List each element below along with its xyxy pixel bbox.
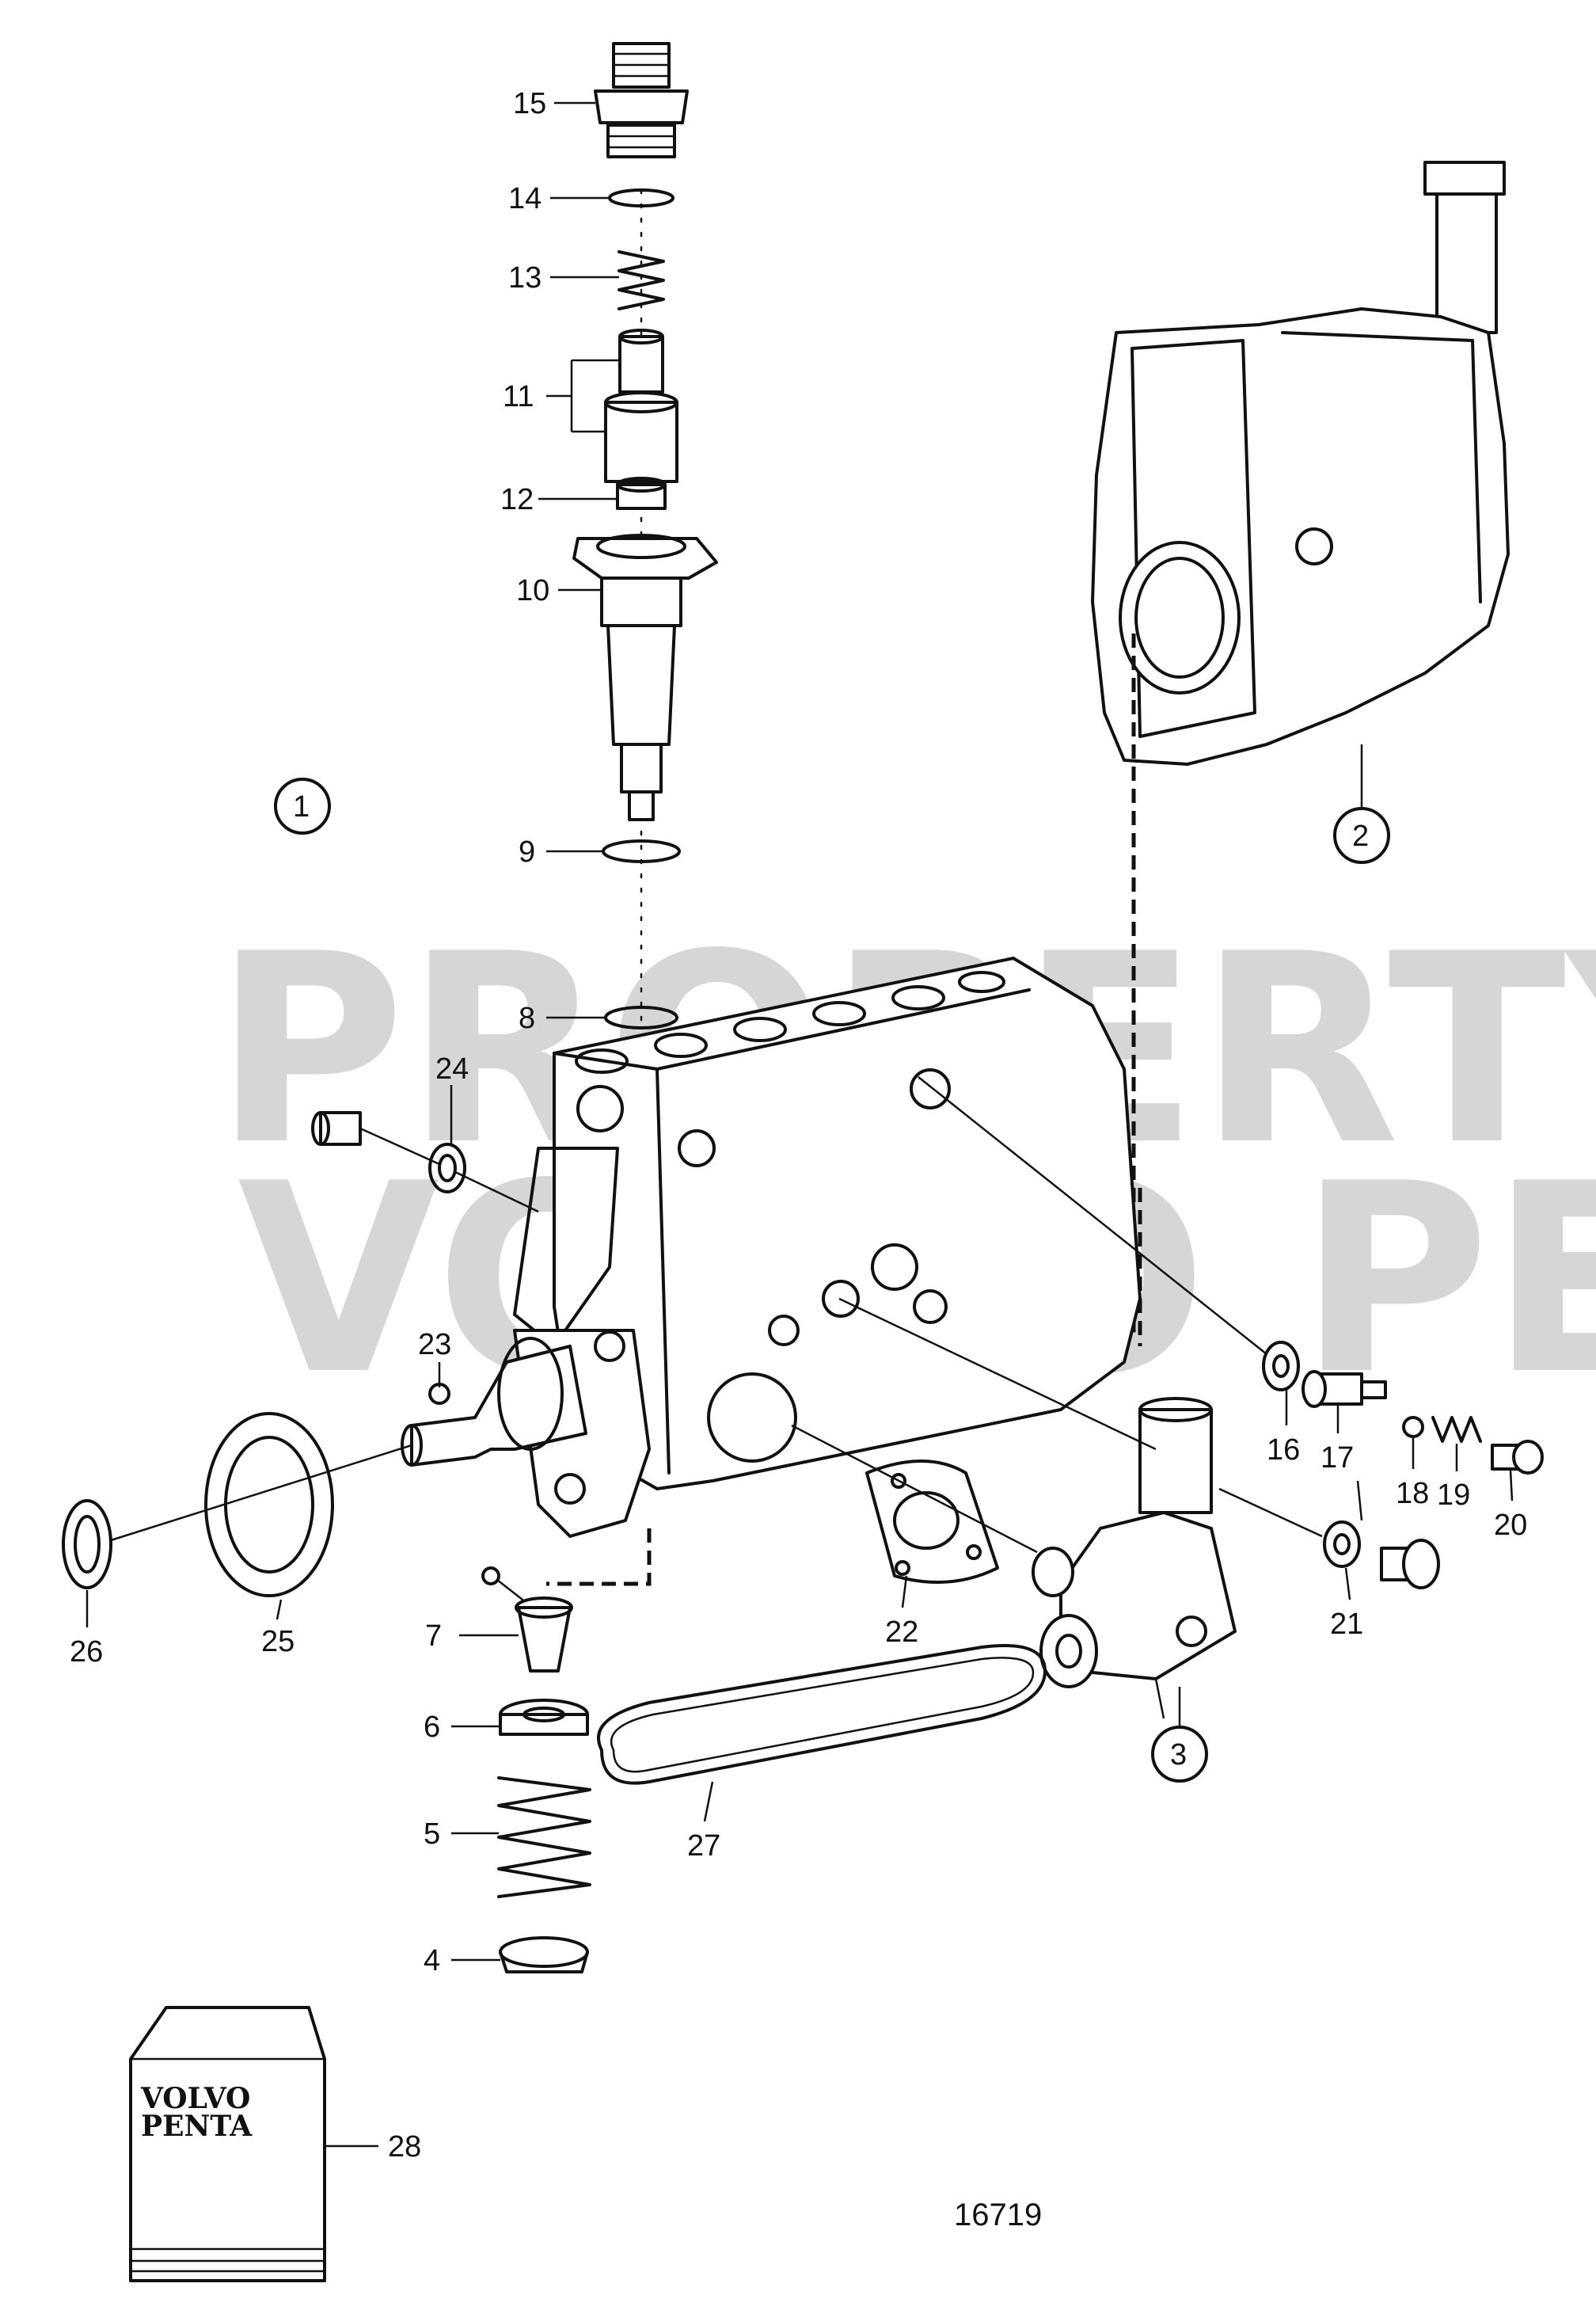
part-19-spring	[1431, 1416, 1482, 1443]
circled-label-2: 2	[1352, 820, 1369, 853]
shaft-axis-line	[110, 1444, 412, 1542]
part-9-oring	[602, 839, 681, 863]
label-6: 6	[424, 1711, 440, 1744]
part-27-ring	[597, 1644, 1047, 1785]
part-2-governor-housing	[1091, 161, 1510, 766]
label-14: 14	[508, 182, 542, 215]
label-20: 20	[1494, 1509, 1527, 1542]
circled-label-3: 3	[1170, 1738, 1187, 1772]
label-13: 13	[508, 261, 542, 295]
label-28: 28	[388, 2130, 421, 2163]
part-13-spring	[618, 250, 665, 310]
part-11-delivery-valve	[604, 329, 678, 483]
part-20-plug	[1491, 1440, 1544, 1475]
label-19: 19	[1437, 1478, 1470, 1512]
label-9: 9	[519, 835, 535, 869]
part-5-spring	[497, 1776, 591, 1898]
part-15-valve-holder	[594, 42, 689, 158]
label-16: 16	[1267, 1433, 1300, 1467]
label-26: 26	[70, 1635, 103, 1669]
label-11: 11	[503, 380, 534, 413]
label-24: 24	[435, 1052, 469, 1086]
circled-labels: 1 2 3	[274, 778, 1390, 1783]
label-5: 5	[424, 1817, 440, 1851]
label-18: 18	[1396, 1477, 1429, 1510]
part-4-lower-seat	[499, 1936, 589, 1973]
part-7-follower	[481, 1566, 573, 1673]
part-10-barrel	[572, 534, 718, 821]
cap-axis-line	[1218, 1487, 1323, 1538]
label-4: 4	[424, 1944, 440, 1977]
part-26-seal	[62, 1499, 112, 1589]
feed-axis-line	[838, 1297, 1157, 1451]
label-7: 7	[425, 1619, 442, 1653]
part-21-cap	[1380, 1539, 1440, 1589]
label-12: 12	[500, 483, 534, 516]
part-12-ring	[616, 477, 667, 510]
label-25: 25	[261, 1625, 294, 1658]
booklet-logo-line2: PENTA	[141, 2110, 253, 2143]
label-27: 27	[687, 1829, 720, 1863]
label-15: 15	[513, 87, 546, 120]
pump-axis-line	[791, 1424, 1038, 1554]
part-23-drive-shaft	[401, 1337, 587, 1467]
part-18-ball	[1402, 1416, 1424, 1438]
circled-label-1: 1	[293, 790, 310, 824]
part-1-pump-body	[513, 957, 1142, 1538]
part-24-plug	[311, 1111, 539, 1213]
part-16-washer	[1262, 1341, 1300, 1391]
label-21: 21	[1330, 1608, 1363, 1641]
part-21-washer	[1323, 1520, 1361, 1568]
label-23: 23	[418, 1328, 451, 1361]
label-22: 22	[885, 1615, 918, 1649]
relief-axis-line	[918, 1076, 1267, 1355]
leader-lines	[86, 101, 1514, 2148]
part-17-fitting	[1302, 1370, 1387, 1408]
part-labels: 15 14 13 11 12 10 9 8 24 23 25 26 7 6 5 …	[70, 87, 1527, 2163]
part-6-spring-seat	[499, 1699, 589, 1736]
booklet-logo-line1: VOLVO	[140, 2082, 250, 2115]
part-28-booklet: VOLVO PENTA	[129, 2006, 326, 2282]
part-22-flange-gasket	[865, 1459, 999, 1584]
drawing-number: 16719	[954, 2198, 1042, 2232]
label-8: 8	[519, 1002, 535, 1035]
label-17: 17	[1320, 1441, 1354, 1475]
part-3-feed-pump	[1032, 1397, 1237, 1688]
dashed-link-pump-7	[546, 1528, 652, 1586]
label-10: 10	[516, 574, 549, 607]
